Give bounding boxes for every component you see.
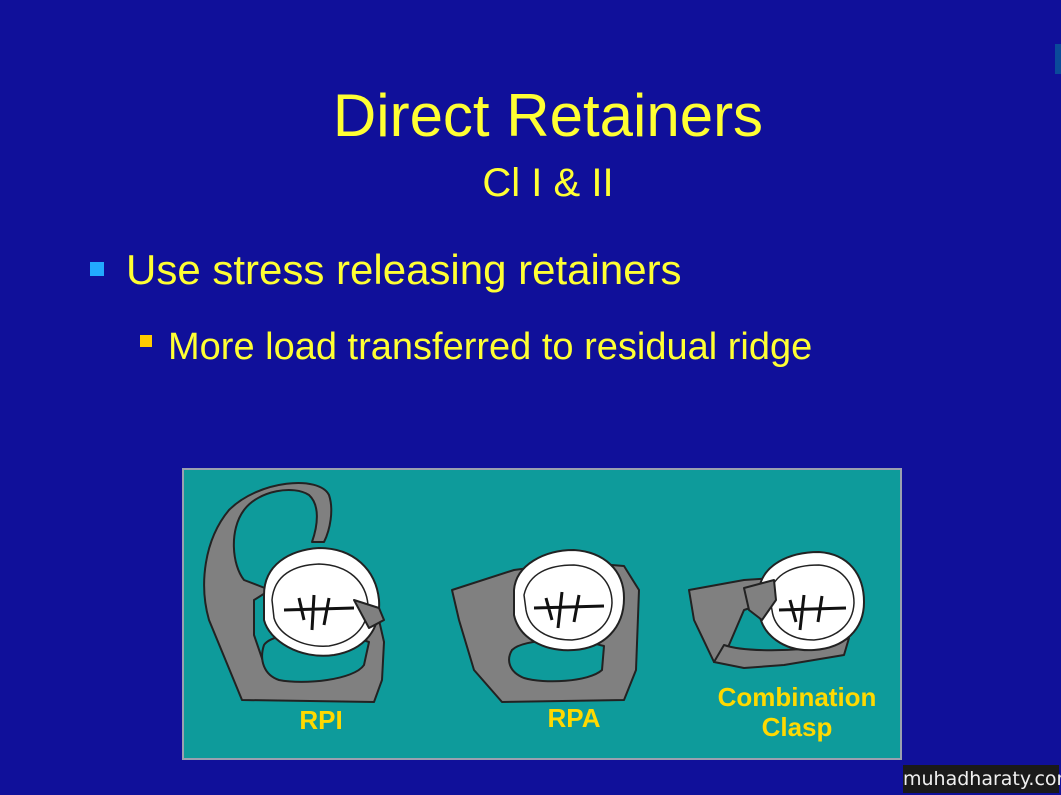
clasp-diagram-drawing [203, 482, 865, 703]
bullet-level-2-text: More load transferred to residual ridge [168, 326, 813, 368]
slide-subtitle: Cl I & II [482, 161, 614, 205]
square-bullet-icon [90, 262, 104, 276]
combination-clasp-label: Combination Clasp [717, 682, 877, 742]
corner-marker [1055, 44, 1061, 74]
rpa-label: RPA [547, 703, 601, 733]
rpa-clasp-drawing [451, 549, 640, 703]
square-bullet-icon [140, 335, 152, 347]
slide-title: Direct Retainers [332, 82, 764, 149]
rpi-clasp-drawing [203, 482, 385, 703]
combination-clasp-drawing [688, 551, 865, 669]
bullet-level-1-text: Use stress releasing retainers [126, 246, 682, 293]
clasp-diagram: RPI RPA Combination Clasp [182, 468, 902, 760]
rpi-label: RPI [299, 705, 343, 735]
watermark: muhadharaty.com [903, 765, 1061, 793]
